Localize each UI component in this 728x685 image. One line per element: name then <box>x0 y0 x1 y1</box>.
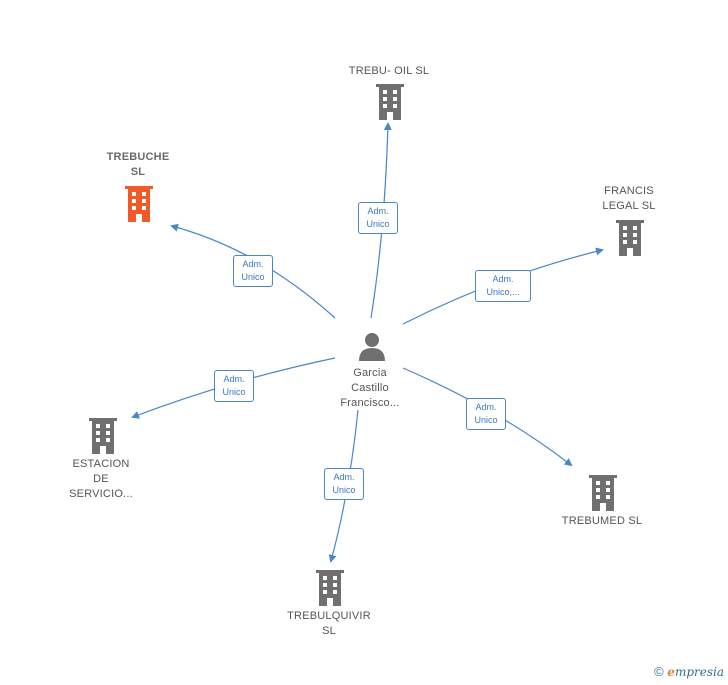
brand-name: mpresia <box>674 665 724 679</box>
company-label-trebumed[interactable]: TREBUMED SL <box>561 515 643 527</box>
brand-logo: empresia <box>667 665 724 679</box>
company-label-trebuche[interactable]: TREBUCHE SL <box>106 151 170 178</box>
person-icon[interactable] <box>357 331 387 361</box>
building-icon-trebulquivir[interactable] <box>314 568 346 606</box>
edge-label-trebu-oil[interactable]: Adm. Unico <box>358 202 398 234</box>
copyright-notice: © empresia <box>654 664 724 679</box>
company-label-estacion[interactable]: ESTACION DE SERVICIO... <box>69 458 133 500</box>
building-icon-estacion[interactable] <box>87 416 119 454</box>
edge-label-estacion[interactable]: Adm. Unico <box>214 370 254 402</box>
building-icon-francis-legal[interactable] <box>614 218 646 256</box>
center-person-label[interactable]: Garcia Castillo Francisco... <box>340 367 400 409</box>
copyright-symbol: © <box>654 664 664 679</box>
company-label-trebulquivir[interactable]: TREBULQUIVIR SL <box>287 610 371 637</box>
building-icon-trebumed[interactable] <box>587 473 619 511</box>
company-label-francis-legal[interactable]: FRANCIS LEGAL SL <box>602 185 656 212</box>
building-icon-trebu-oil[interactable] <box>374 82 406 120</box>
edge-label-trebumed[interactable]: Adm. Unico <box>466 398 506 430</box>
edge-label-trebulquivir[interactable]: Adm. Unico <box>324 468 364 500</box>
brand-initial: e <box>667 665 675 679</box>
company-label-trebu-oil[interactable]: TREBU- OIL SL <box>348 65 430 77</box>
edge-label-trebuche[interactable]: Adm. Unico <box>233 255 273 287</box>
building-icon-trebuche[interactable] <box>123 184 155 222</box>
edge-label-francis-legal[interactable]: Adm. Unico,... <box>475 270 531 302</box>
